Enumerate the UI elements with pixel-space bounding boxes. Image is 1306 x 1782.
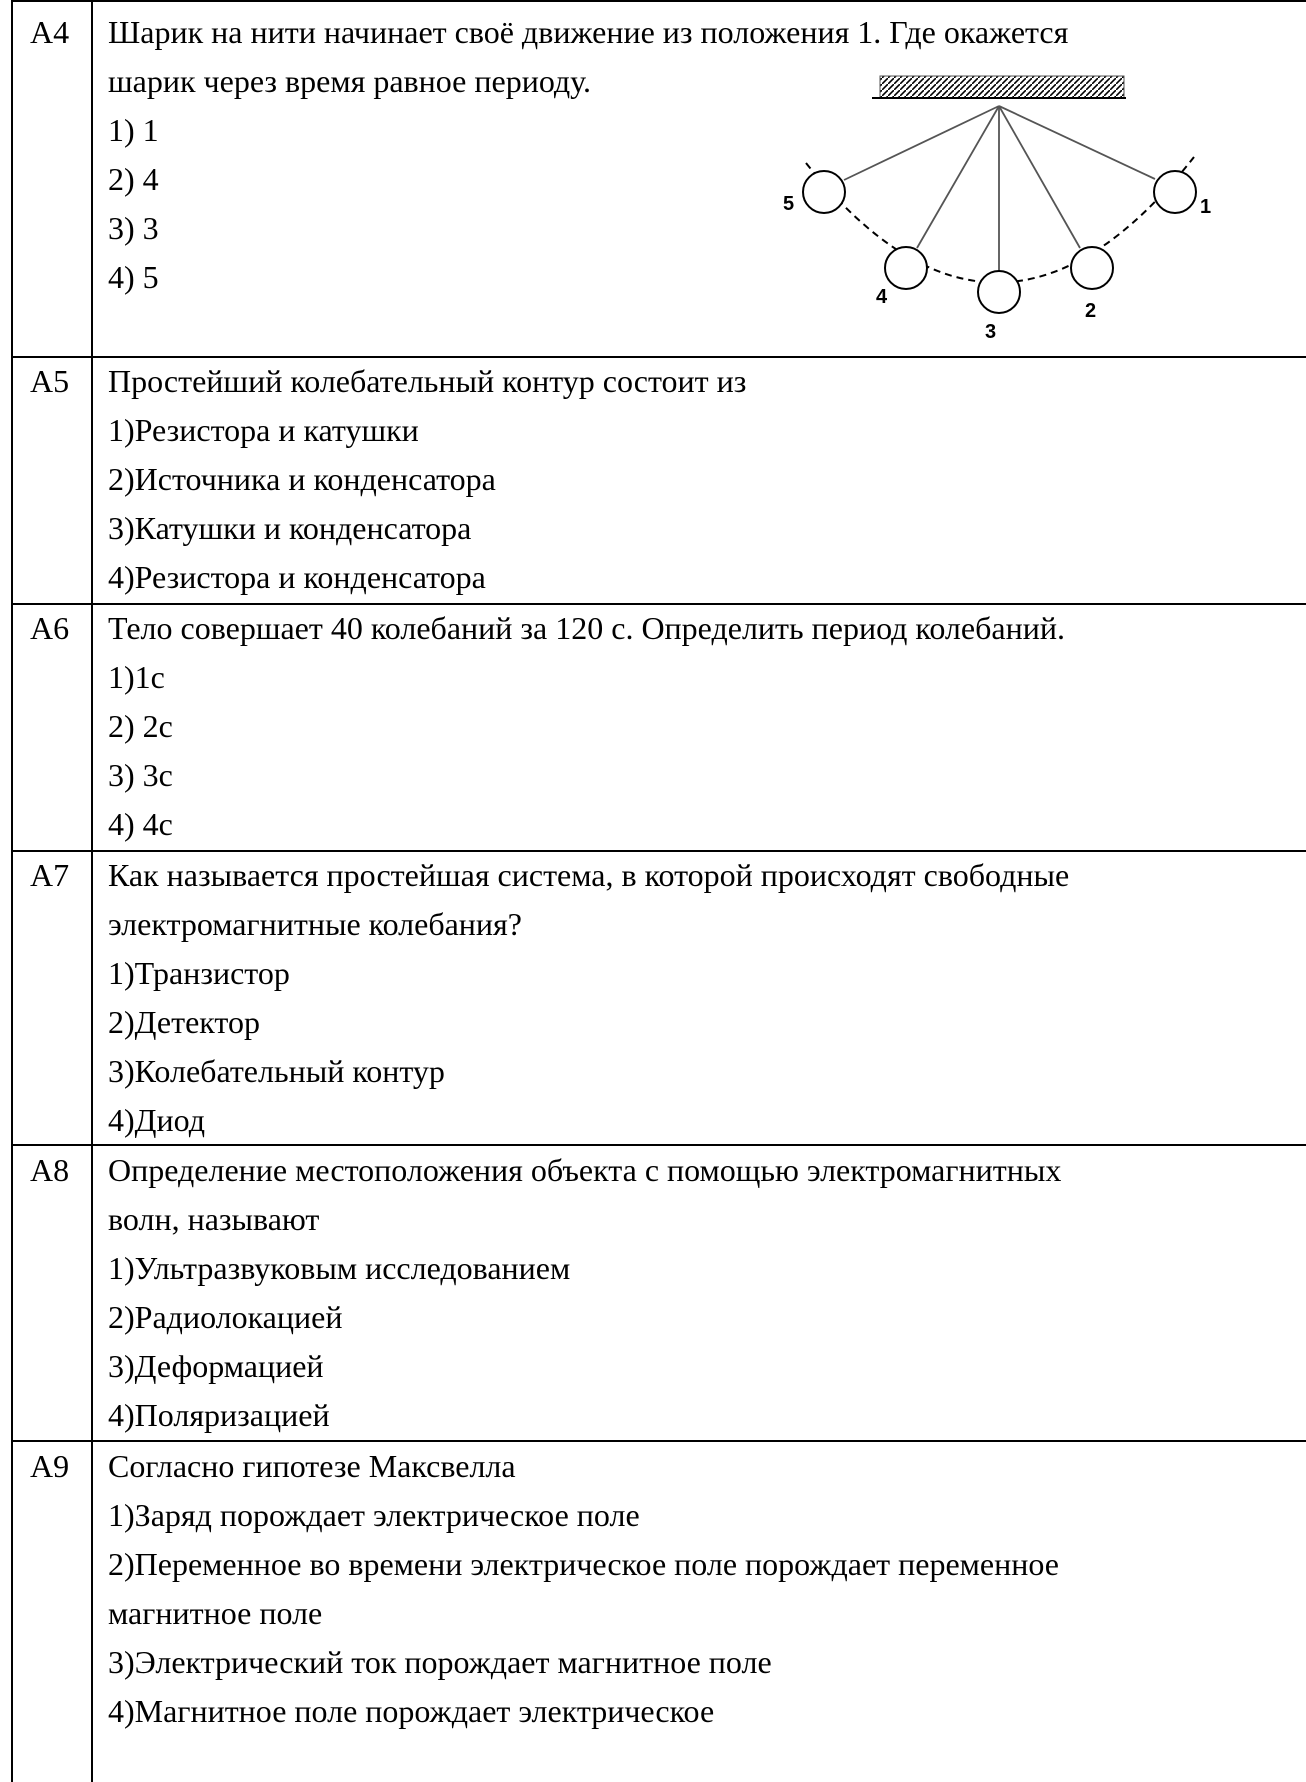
answer-option: 4)Магнитное поле порождает электрическое [108, 1693, 715, 1729]
ball-position [1153, 170, 1197, 214]
row-divider [11, 850, 1306, 852]
question-text: электромагнитные колебания? [108, 906, 522, 942]
question-text: Как называется простейшая система, в кот… [108, 857, 1070, 893]
question-number: A7 [30, 857, 70, 893]
ball-position [802, 170, 846, 214]
answer-option: 4)Диод [108, 1102, 205, 1138]
question-text: Определение местоположения объекта с пом… [108, 1152, 1062, 1188]
answer-option: 3) 3с [108, 757, 173, 793]
thread [998, 105, 1081, 249]
table-top-border [11, 0, 1306, 2]
ball-position [977, 270, 1021, 314]
question-number: A4 [30, 14, 70, 50]
position-label: 1 [1200, 196, 1211, 218]
answer-option: 2)Детектор [108, 1004, 260, 1040]
answer-option: 1)Резистора и катушки [108, 412, 419, 448]
row-divider [11, 356, 1306, 358]
question-text: Согласно гипотезе Максвелла [108, 1448, 516, 1484]
table-column-divider [91, 0, 93, 1782]
answer-option: 3)Колебательный контур [108, 1053, 445, 1089]
swing-arc [805, 156, 1195, 284]
answer-option: 4) 5 [108, 259, 159, 295]
answer-option: 2)Радиолокацией [108, 1299, 343, 1335]
answer-option: 2) 4 [108, 161, 159, 197]
question-text: шарик через время равное периоду. [108, 63, 591, 99]
answer-option: 3)Электрический ток порождает магнитное … [108, 1644, 772, 1680]
ball-position [1070, 246, 1114, 290]
answer-option: 2)Источника и конденсатора [108, 461, 496, 497]
position-label: 2 [1085, 300, 1096, 322]
position-label: 3 [985, 321, 996, 343]
question-text: волн, называют [108, 1201, 320, 1237]
thread [998, 105, 1156, 180]
question-text: Простейший колебательный контур состоит … [108, 363, 747, 399]
table-left-border [11, 0, 13, 1782]
answer-option: 1)Заряд порождает электрическое поле [108, 1497, 640, 1533]
ball-position [884, 246, 928, 290]
question-text: Тело совершает 40 колебаний за 120 с. Оп… [108, 610, 1065, 646]
answer-option: 4)Резистора и конденсатора [108, 559, 486, 595]
answer-option: 4) 4с [108, 806, 173, 842]
answer-option: 1)Транзистор [108, 955, 290, 991]
thread [916, 105, 1000, 249]
answer-option: магнитное поле [108, 1595, 323, 1631]
row-divider [11, 1144, 1306, 1146]
question-number: A8 [30, 1152, 70, 1188]
thread [843, 105, 1000, 181]
row-divider [11, 1440, 1306, 1442]
answer-option: 3) 3 [108, 210, 159, 246]
answer-option: 3)Катушки и конденсатора [108, 510, 472, 546]
answer-option: 1)Ультразвуковым исследованием [108, 1250, 571, 1286]
answer-option: 2)Переменное во времени электрическое по… [108, 1546, 1059, 1582]
answer-option: 2) 2с [108, 708, 173, 744]
answer-option: 1) 1 [108, 112, 159, 148]
pendulum-figure: 5 4 3 2 1 [783, 75, 1211, 343]
question-number: A5 [30, 363, 70, 399]
ceiling-mount [879, 75, 1125, 99]
question-number: A6 [30, 610, 70, 646]
question-text: Шарик на нити начинает своё движение из … [108, 14, 1069, 50]
question-number: A9 [30, 1448, 70, 1484]
answer-option: 1)1с [108, 659, 165, 695]
answer-option: 4)Поляризацией [108, 1397, 330, 1433]
position-label: 4 [876, 286, 888, 308]
answer-option: 3)Деформацией [108, 1348, 324, 1384]
row-divider [11, 603, 1306, 605]
position-label: 5 [783, 193, 794, 215]
